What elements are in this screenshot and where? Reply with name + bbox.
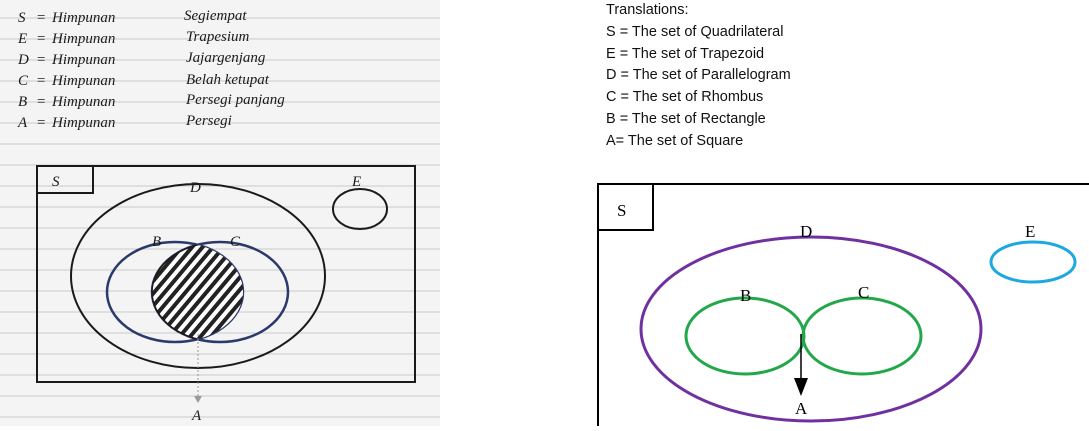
label-s: S [617,201,626,220]
hw-ellipse-e [332,188,388,230]
translation-item-b: B = The set of Rectangle [606,110,766,127]
hw-eq: = [36,73,46,89]
hw-letter-b: B [18,94,27,110]
label-a: A [795,399,808,418]
translation-item-s: S = The set of Quadrilateral [606,23,784,40]
ellipse-b [684,296,806,376]
hw-arrow-head [194,396,202,403]
hw-letter-e: E [17,31,27,47]
hw-s-label-box [36,165,94,194]
hw-letter-c: C [18,73,29,89]
hw-shape: Persegi panjang [185,92,285,108]
hw-label-d: D [189,180,201,196]
hw-shape: Segiempat [184,8,247,24]
universal-set-frame [597,183,1089,426]
hw-label-c: C [230,234,241,250]
notebook-page: S = Himpunan Segiempat E = Himpunan Trap… [0,0,440,426]
label-b: B [740,286,751,305]
hw-shape: Belah ketupat [186,72,270,88]
hw-letter-d: D [17,52,29,68]
hw-word: Himpunan [51,52,115,68]
handwritten-notebook-photo: S = Himpunan Segiempat E = Himpunan Trap… [0,0,545,426]
label-c: C [858,283,869,302]
hw-label-s: S [52,174,60,190]
hw-word: Himpunan [51,10,115,26]
translations-title: Translations: [606,2,689,18]
hw-shape: Trapesium [186,29,250,45]
hw-shape: Jajargenjang [186,50,266,66]
hw-shape: Persegi [185,113,232,129]
venn-diagram: S D E B C A [597,183,1089,426]
ellipse-d [639,235,983,423]
hw-label-b: B [152,234,161,250]
hw-word: Himpunan [51,73,115,89]
hw-label-e: E [351,174,361,190]
hw-word: Himpunan [51,94,115,110]
hw-eq: = [36,115,46,131]
translation-panel: Translations: S = The set of Quadrilater… [560,0,1089,426]
ellipse-e [989,240,1077,284]
hw-letter-a: A [17,115,28,131]
translation-item-c: C = The set of Rhombus [606,89,764,106]
s-label-box [597,183,654,231]
translations-list: Translations: S = The set of Quadrilater… [606,0,791,153]
ellipse-c [801,296,923,376]
hw-letter-s: S [18,10,26,26]
hw-intersection-a [151,242,243,342]
translation-item-a: A= The set of Square [606,132,744,149]
hw-label-a: A [191,408,202,424]
hw-word: Himpunan [51,115,115,131]
handwritten-definitions: S = Himpunan Segiempat E = Himpunan Trap… [17,8,285,131]
label-d: D [800,222,812,241]
label-e: E [1025,222,1035,241]
hw-word: Himpunan [51,31,115,47]
hw-universal-set-s [36,165,416,383]
hw-eq: = [36,31,46,47]
hw-eq: = [36,94,46,110]
paper-background [0,0,440,426]
translation-item-e: E = The set of Trapezoid [606,45,765,62]
arrow-head [794,378,808,396]
hw-eq: = [36,52,46,68]
hw-eq: = [36,10,46,26]
translation-item-d: D = The set of Parallelogram [606,67,791,84]
